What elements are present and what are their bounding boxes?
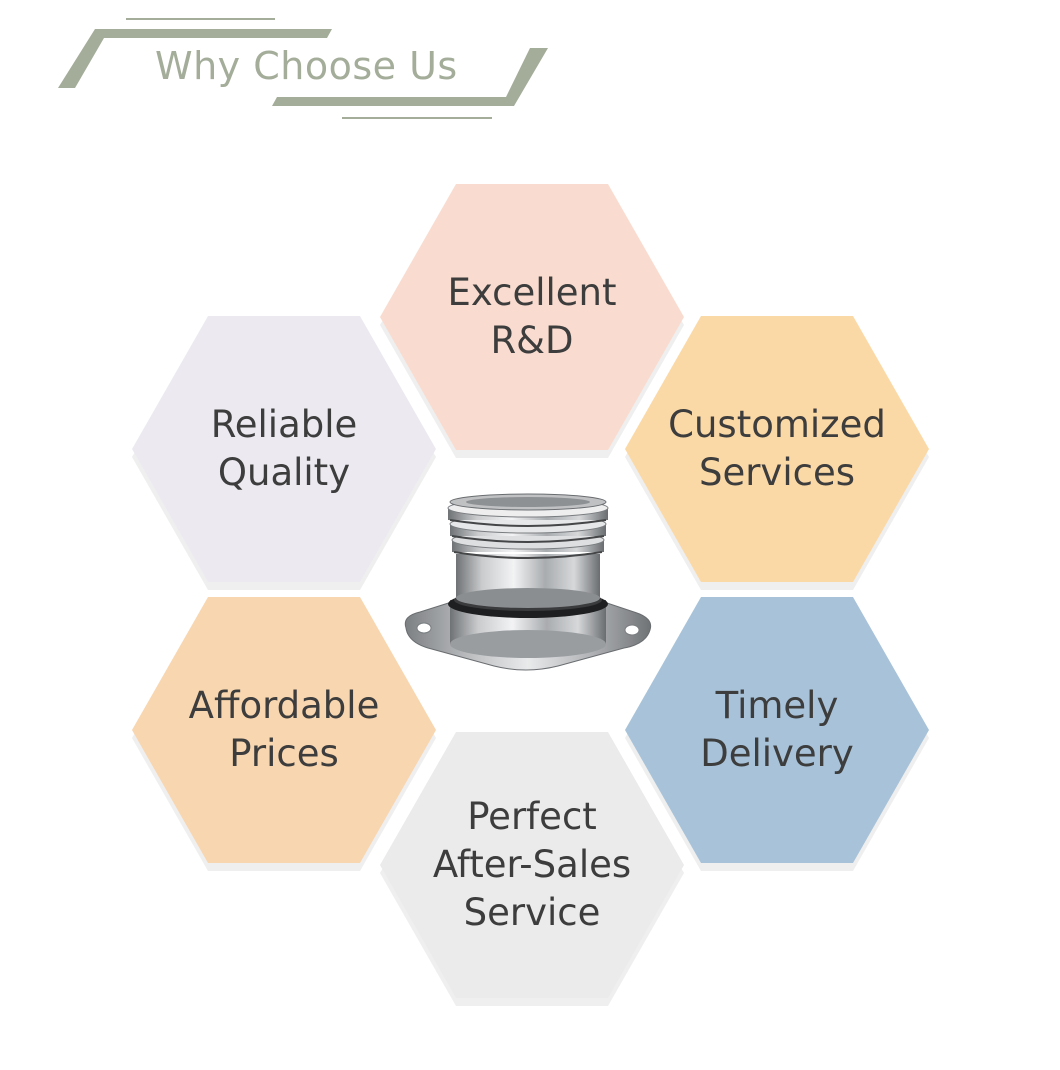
mechanical-seal-icon [404, 493, 652, 671]
feature-label-rnd: Excellent R&D [447, 271, 617, 362]
mechanical-seal-image [398, 488, 658, 678]
feature-label-after-sales: Perfect After-Sales Service [432, 795, 632, 934]
hexagon-icon [380, 732, 684, 1006]
hexagon-icon [132, 316, 436, 590]
feature-hex-prices: Affordable Prices [132, 597, 436, 871]
feature-label-delivery: Timely Delivery [700, 684, 854, 775]
hexagon-icon [380, 184, 684, 458]
feature-label-customized: Customized Services [668, 403, 886, 494]
feature-hex-quality: Reliable Quality [132, 316, 436, 590]
page-title: Why Choose Us [155, 44, 458, 88]
hexagon-icon [625, 316, 929, 590]
feature-hex-customized: Customized Services [625, 316, 929, 590]
hexagon-icon [132, 597, 436, 871]
feature-label-prices: Affordable Prices [188, 684, 380, 775]
header-decoration [58, 18, 548, 119]
hexagon-icon [625, 597, 929, 871]
feature-hex-rnd: Excellent R&D [380, 184, 684, 458]
section-header: Why Choose Us [0, 0, 600, 130]
feature-label-quality: Reliable Quality [210, 403, 358, 494]
feature-hex-delivery: Timely Delivery [625, 597, 929, 871]
feature-hex-after-sales: Perfect After-Sales Service [380, 732, 684, 1006]
